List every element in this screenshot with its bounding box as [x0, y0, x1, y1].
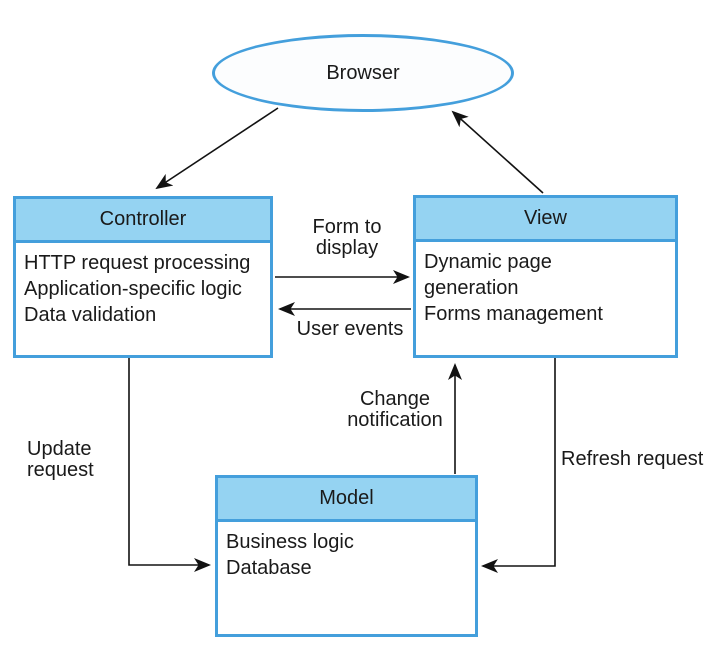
view-responsibility: Dynamic page generation: [424, 251, 552, 299]
edge-label-update-request: Update request: [27, 438, 94, 481]
edge-label-change-notification: Change notification: [347, 388, 443, 431]
controller-responsibility: HTTP request processing: [24, 252, 251, 274]
edge-label-refresh-request: Refresh request: [561, 448, 704, 470]
arrow-controller-to-model: [128, 358, 211, 572]
controller-body: HTTP request processing Application-spec…: [16, 243, 270, 355]
model-body: Business logic Database: [218, 522, 475, 634]
controller-title: Controller: [16, 199, 270, 243]
view-responsibility: Forms management: [424, 303, 603, 325]
view-body: Dynamic page generation Forms management: [416, 242, 675, 355]
browser-label: Browser: [326, 61, 400, 84]
view-node: View Dynamic page generation Forms manag…: [413, 195, 678, 358]
model-node: Model Business logic Database: [215, 475, 478, 637]
controller-responsibility: Data validation: [24, 304, 157, 326]
model-title: Model: [218, 478, 475, 522]
model-responsibility: Business logic: [226, 531, 354, 553]
arrow-view-to-browser: [451, 110, 544, 194]
arrow-browser-to-controller: [155, 107, 279, 190]
browser-node: Browser: [212, 34, 514, 112]
controller-responsibility: Application-specific logic: [24, 278, 242, 300]
controller-node: Controller HTTP request processing Appli…: [13, 196, 273, 358]
view-title: View: [416, 198, 675, 242]
arrow-view-to-model: [481, 358, 556, 573]
model-responsibility: Database: [226, 557, 312, 579]
edge-label-user-events: User events: [296, 318, 404, 340]
edge-label-form-to-display: Form to display: [312, 216, 382, 259]
